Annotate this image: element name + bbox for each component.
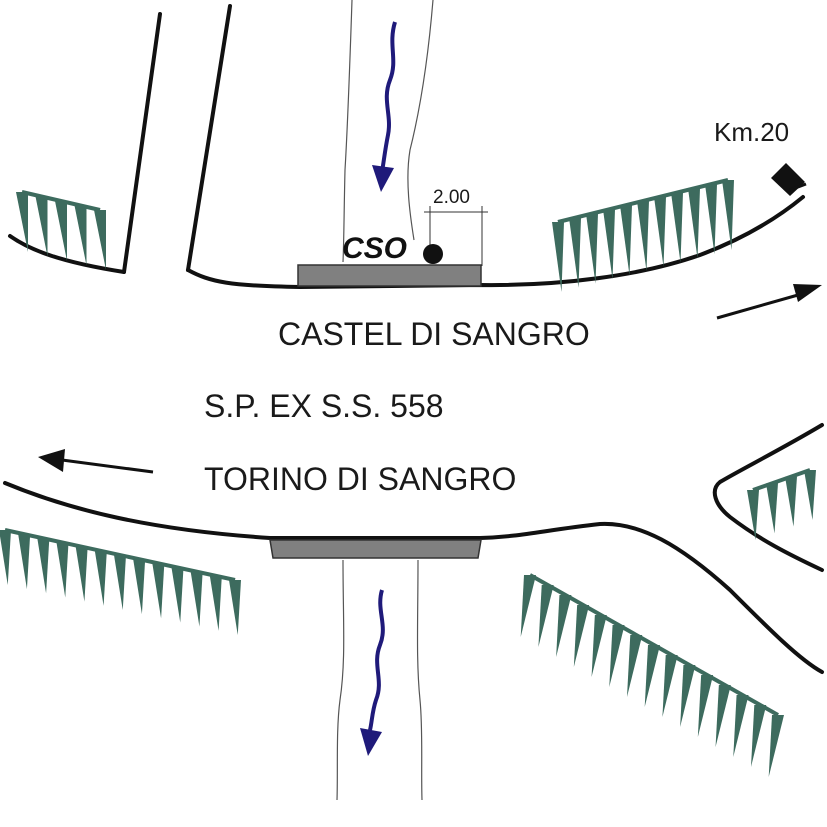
- road-name-label: S.P. EX S.S. 558: [204, 388, 444, 424]
- dimension-label: 2.00: [433, 187, 470, 208]
- embankment-tooth: [35, 196, 48, 257]
- embankment-tooth: [586, 213, 598, 284]
- embankment-tooth: [705, 184, 717, 255]
- embankment-tooth: [671, 192, 683, 263]
- embankment-tooth: [209, 575, 222, 631]
- upper-stream-channel: [342, 0, 434, 263]
- main-road-lower-edge: [3, 481, 824, 674]
- embankment-tooth: [520, 575, 536, 637]
- upper-flow-arrow-icon: [372, 21, 397, 192]
- embankment-tooth: [626, 635, 643, 697]
- embankment-tooth: [94, 550, 107, 606]
- lower-stream-channel: [336, 559, 423, 801]
- embankment-tooth: [722, 180, 734, 250]
- embankment-tooth: [538, 585, 554, 647]
- embankment-upper-left: [16, 190, 106, 270]
- embankment-tooth: [733, 695, 749, 757]
- station-code-label: CSO: [342, 232, 407, 265]
- dimension-line: [424, 206, 488, 266]
- embankment-tooth: [662, 655, 678, 717]
- km-label: Km.20: [714, 117, 789, 147]
- embankment-tooth: [569, 217, 581, 288]
- embankment-upper-right: [552, 178, 734, 292]
- embankment-tooth: [16, 192, 28, 252]
- east-direction-arrow-icon: [716, 284, 822, 320]
- upper-bridge: [297, 264, 482, 287]
- embankment-tooth: [94, 210, 106, 270]
- embankment-tooth: [697, 675, 714, 737]
- west-direction-arrow-icon: [38, 449, 154, 474]
- lower-flow-arrow-icon: [360, 589, 385, 756]
- km-post-icon: [771, 163, 807, 196]
- embankment-tooth: [552, 222, 564, 292]
- embankment-tooth: [18, 534, 31, 590]
- embankment-tooth: [804, 470, 816, 520]
- embankment-tooth: [573, 605, 590, 667]
- embankment-tooth: [609, 625, 625, 687]
- embankment-top-line: [752, 468, 811, 492]
- main-road-upper-edge: [186, 195, 805, 290]
- direction-west-label: TORINO DI SANGRO: [204, 461, 516, 497]
- embankment-tooth: [56, 542, 69, 598]
- embankment-tooth: [591, 615, 607, 677]
- lower-bridge: [269, 539, 482, 559]
- embankment-tooth: [171, 567, 184, 623]
- embankment-tooth: [0, 530, 11, 585]
- embankment-tooth: [152, 563, 165, 619]
- embankment-tooth: [603, 209, 615, 280]
- direction-east-label: CASTEL DI SANGRO: [278, 316, 590, 352]
- side-road: [8, 4, 232, 274]
- embankment-lower-right: [520, 573, 784, 777]
- right-branch-road: [712, 423, 824, 572]
- embankment-hatching: [0, 178, 816, 777]
- embankment-tooth: [747, 490, 759, 540]
- embankment-tooth: [114, 555, 126, 610]
- embankment-tooth: [55, 201, 67, 261]
- embankment-tooth: [75, 546, 88, 602]
- embankment-tooth: [637, 201, 649, 271]
- embankment-tooth: [654, 196, 666, 267]
- embankment-tooth: [680, 665, 696, 727]
- embankment-tooth: [750, 705, 767, 767]
- embankment-tooth: [620, 205, 632, 276]
- embankment-tooth: [74, 205, 87, 266]
- embankment-tooth: [715, 685, 731, 747]
- station-marker-dot: [423, 244, 443, 264]
- embankment-tooth: [37, 538, 50, 594]
- embankment-tooth: [644, 645, 660, 707]
- embankment-tooth: [190, 571, 203, 627]
- embankment-tooth: [688, 188, 700, 259]
- embankment-tooth: [785, 476, 797, 527]
- embankment-tooth: [768, 715, 784, 777]
- embankment-tooth: [229, 580, 241, 635]
- embankment-tooth: [133, 559, 146, 615]
- embankment-tooth: [766, 483, 778, 534]
- embankment-lower-left: [0, 528, 241, 635]
- embankment-right-branch: [747, 468, 816, 540]
- embankment-tooth: [556, 595, 572, 657]
